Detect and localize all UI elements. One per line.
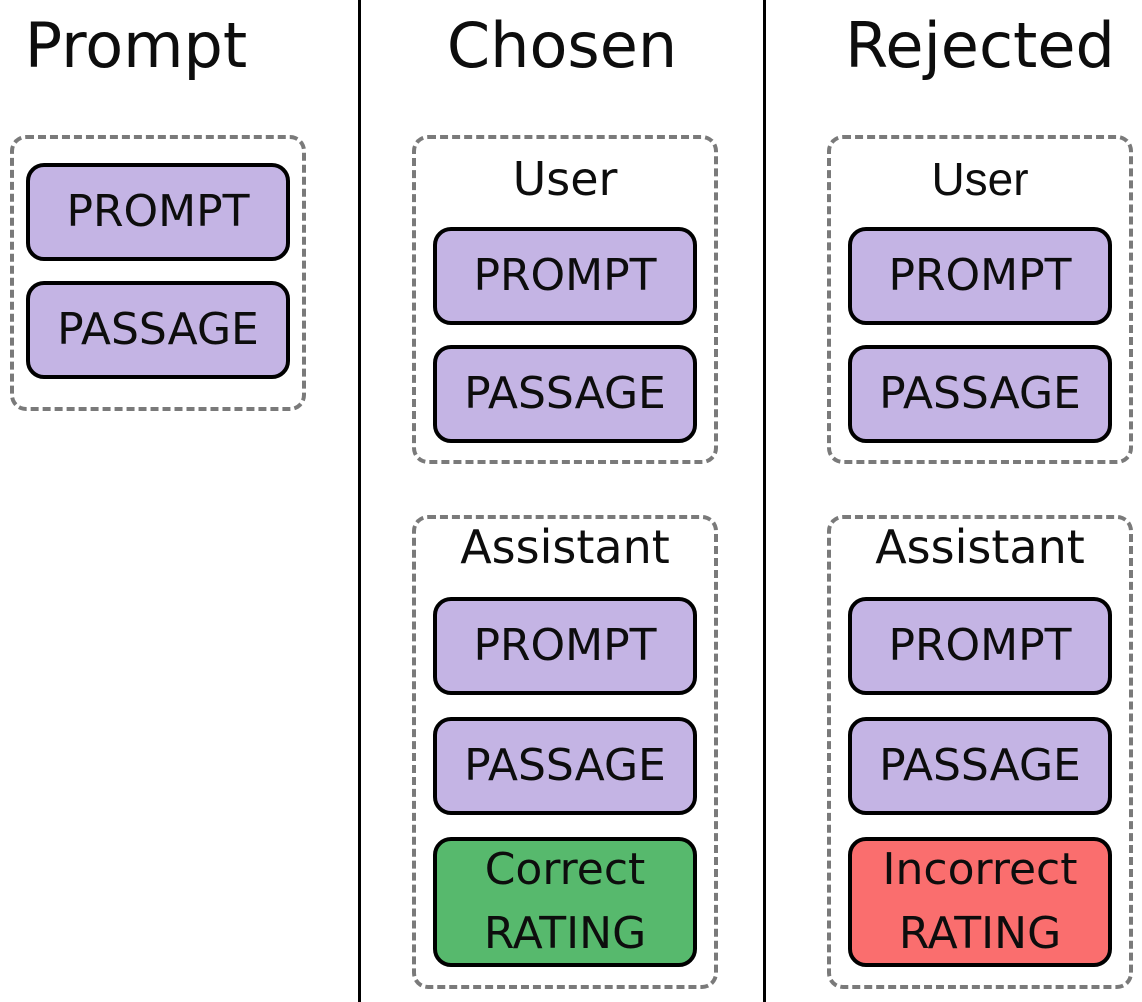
rejected-assistant-passage-chip: PASSAGE — [848, 717, 1112, 815]
passage-token-chip: PASSAGE — [26, 281, 290, 379]
chosen-user-label: User — [512, 152, 618, 206]
chosen-assistant-passage-chip: PASSAGE — [433, 717, 697, 815]
rejected-assistant-message-group: Assistant PROMPT PASSAGE Incorrect RATIN… — [827, 515, 1133, 989]
chosen-user-message-group: User PROMPT PASSAGE — [412, 135, 718, 464]
rejected-user-passage-chip: PASSAGE — [848, 345, 1112, 443]
rejected-user-prompt-chip: PROMPT — [848, 227, 1112, 325]
column-divider-1 — [358, 0, 361, 1002]
chosen-assistant-prompt-chip: PROMPT — [433, 597, 697, 695]
prompt-input-group: PROMPT PASSAGE — [10, 135, 306, 411]
column-divider-2 — [763, 0, 766, 1002]
chosen-column-title: Chosen — [446, 9, 678, 82]
incorrect-rating-chip: Incorrect RATING — [848, 837, 1112, 967]
correct-rating-line1: Correct — [484, 844, 646, 895]
rejected-user-label: User — [931, 153, 1029, 205]
chosen-user-prompt-chip: PROMPT — [433, 227, 697, 325]
chosen-assistant-label: Assistant — [460, 520, 670, 574]
incorrect-rating-line2: RATING — [898, 908, 1062, 959]
rejected-assistant-prompt-chip: PROMPT — [848, 597, 1112, 695]
rejected-column-title: Rejected — [845, 9, 1115, 82]
chosen-user-passage-chip: PASSAGE — [433, 345, 697, 443]
correct-rating-chip: Correct RATING — [433, 837, 697, 967]
chosen-assistant-message-group: Assistant PROMPT PASSAGE Correct RATING — [412, 515, 718, 989]
rejected-user-message-group: User PROMPT PASSAGE — [827, 135, 1133, 464]
prompt-column-title: Prompt — [24, 9, 248, 82]
prompt-token-chip: PROMPT — [26, 163, 290, 261]
rejected-assistant-label: Assistant — [875, 520, 1085, 574]
incorrect-rating-line1: Incorrect — [882, 844, 1078, 895]
correct-rating-line2: RATING — [483, 908, 647, 959]
